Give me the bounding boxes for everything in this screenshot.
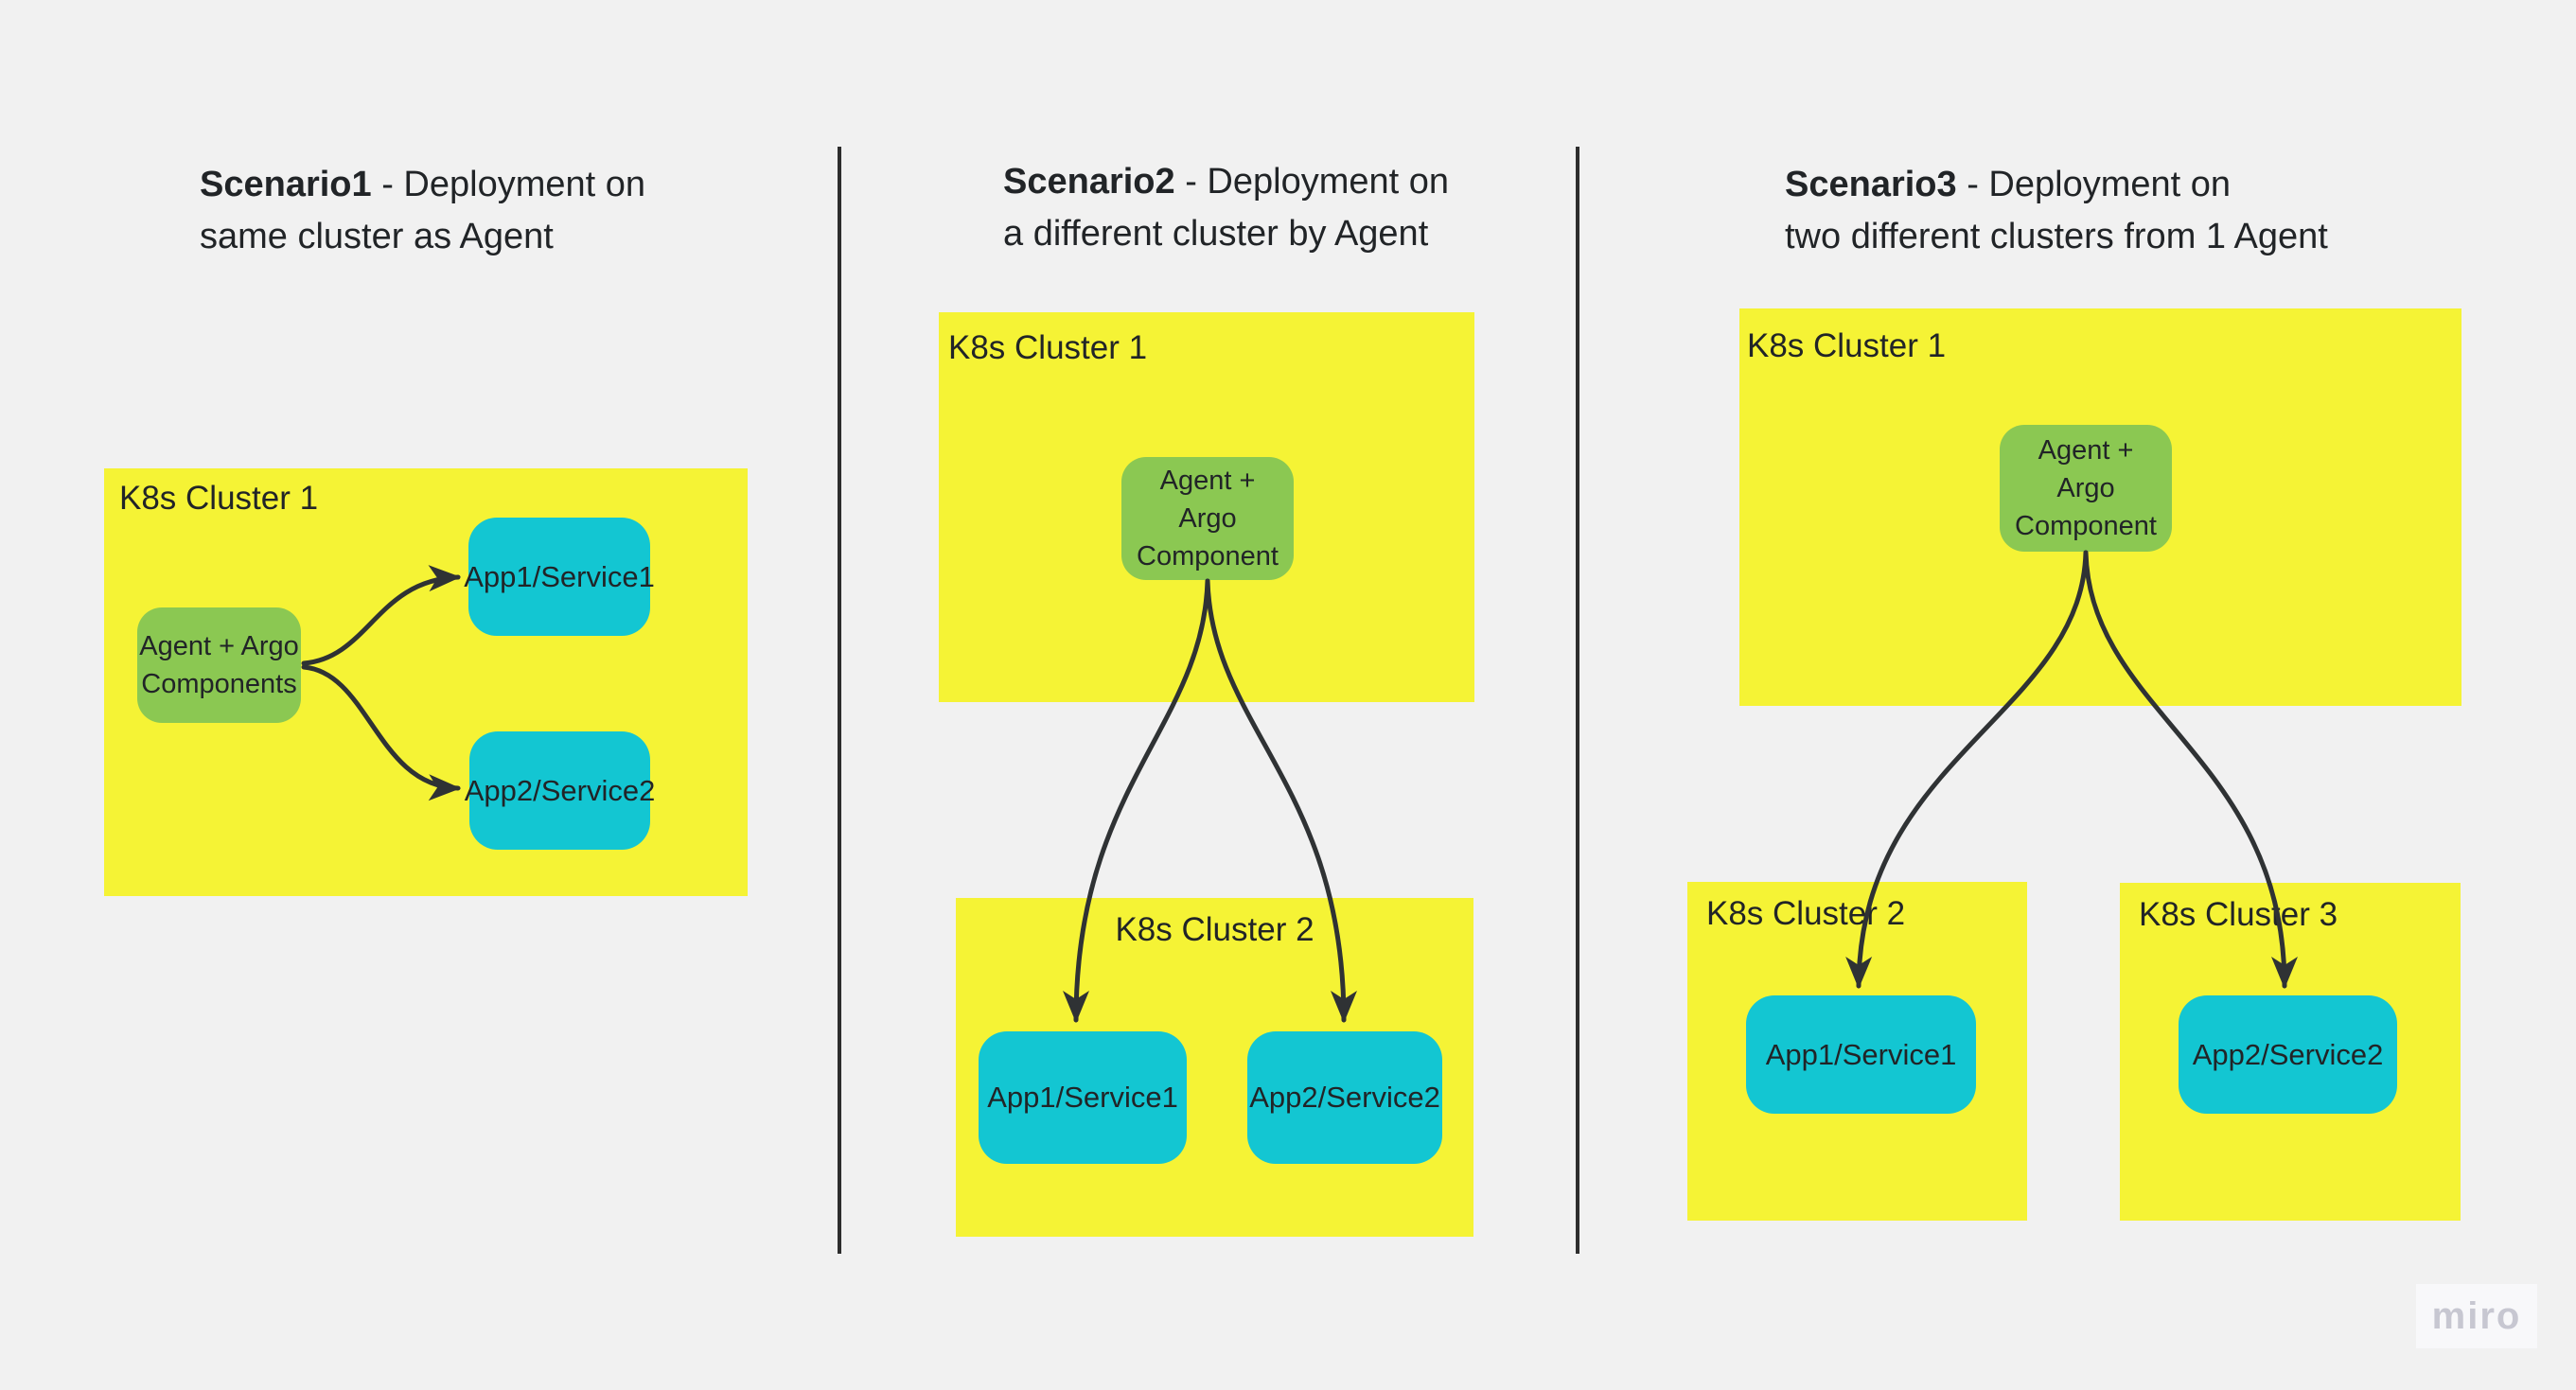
s3-app1-box[interactable]: App1/Service1: [1746, 995, 1976, 1114]
s3-app2-box[interactable]: App2/Service2: [2179, 995, 2397, 1114]
scenario2-title-line1: Scenario2 - Deployment on: [1003, 156, 1449, 208]
s1-agent-box[interactable]: Agent + Argo Components: [137, 607, 301, 723]
scenario3-name: Scenario3: [1785, 165, 1957, 204]
s2-app2-label: App2/Service2: [1249, 1081, 1440, 1114]
s1-app1-box[interactable]: App1/Service1: [464, 518, 655, 636]
scenario1-name: Scenario1: [200, 165, 372, 204]
s3-cluster2-label: K8s Cluster 2: [1706, 895, 1906, 932]
s3-agent-label: Agent + Argo Component: [2015, 435, 2157, 541]
scenario1-title-line1: Scenario1 - Deployment on: [200, 159, 645, 211]
s2-cluster1-label: K8s Cluster 1: [948, 329, 1148, 366]
miro-watermark-label: miro: [2431, 1294, 2522, 1337]
s1-app2-label: App2/Service2: [464, 773, 656, 807]
s3-cluster1-label: K8s Cluster 1: [1747, 327, 1947, 364]
s2-agent-box[interactable]: Agent + Argo Component: [1121, 457, 1294, 580]
s2-app2-box[interactable]: App2/Service2: [1247, 1031, 1442, 1164]
s3-app1-label: App1/Service1: [1765, 1037, 1957, 1071]
s3-cluster3-label: K8s Cluster 3: [2139, 896, 2338, 933]
s2-agent-label: Agent + Argo Component: [1137, 466, 1279, 572]
scenario2-title[interactable]: Scenario2 - Deployment on a different cl…: [1003, 156, 1449, 260]
scenario3-title-line1: Scenario3 - Deployment on: [1785, 159, 2328, 211]
s1-agent-label: Agent + Argo Components: [139, 631, 299, 699]
section-divider-2[interactable]: [1576, 147, 1579, 1254]
scenario2-name: Scenario2: [1003, 162, 1175, 202]
s3-agent-box[interactable]: Agent + Argo Component: [2000, 425, 2172, 552]
s1-app2-box[interactable]: App2/Service2: [465, 731, 655, 850]
s1-app1-label: App1/Service1: [464, 559, 655, 593]
scenario2-desc: - Deployment on: [1174, 162, 1450, 202]
s3-app2-label: App2/Service2: [2192, 1037, 2384, 1071]
scenario3-title[interactable]: Scenario3 - Deployment on two different …: [1785, 159, 2328, 263]
s1-cluster1-label: K8s Cluster 1: [119, 480, 319, 517]
s2-app1-label: App1/Service1: [987, 1081, 1178, 1114]
scenario2-title-line2: a different cluster by Agent: [1003, 214, 1429, 254]
scenario1-desc: - Deployment on: [371, 165, 646, 204]
scenario3-desc: - Deployment on: [1956, 165, 2232, 204]
scenario3-title-line2: two different clusters from 1 Agent: [1785, 217, 2328, 256]
miro-watermark: miro: [2416, 1284, 2537, 1348]
scenario1-title-line2: same cluster as Agent: [200, 217, 554, 256]
s2-app1-box[interactable]: App1/Service1: [979, 1031, 1187, 1164]
scenario1-title[interactable]: Scenario1 - Deployment on same cluster a…: [200, 159, 645, 263]
s2-cluster2-label: K8s Cluster 2: [1115, 911, 1314, 948]
section-divider-1[interactable]: [838, 147, 841, 1254]
